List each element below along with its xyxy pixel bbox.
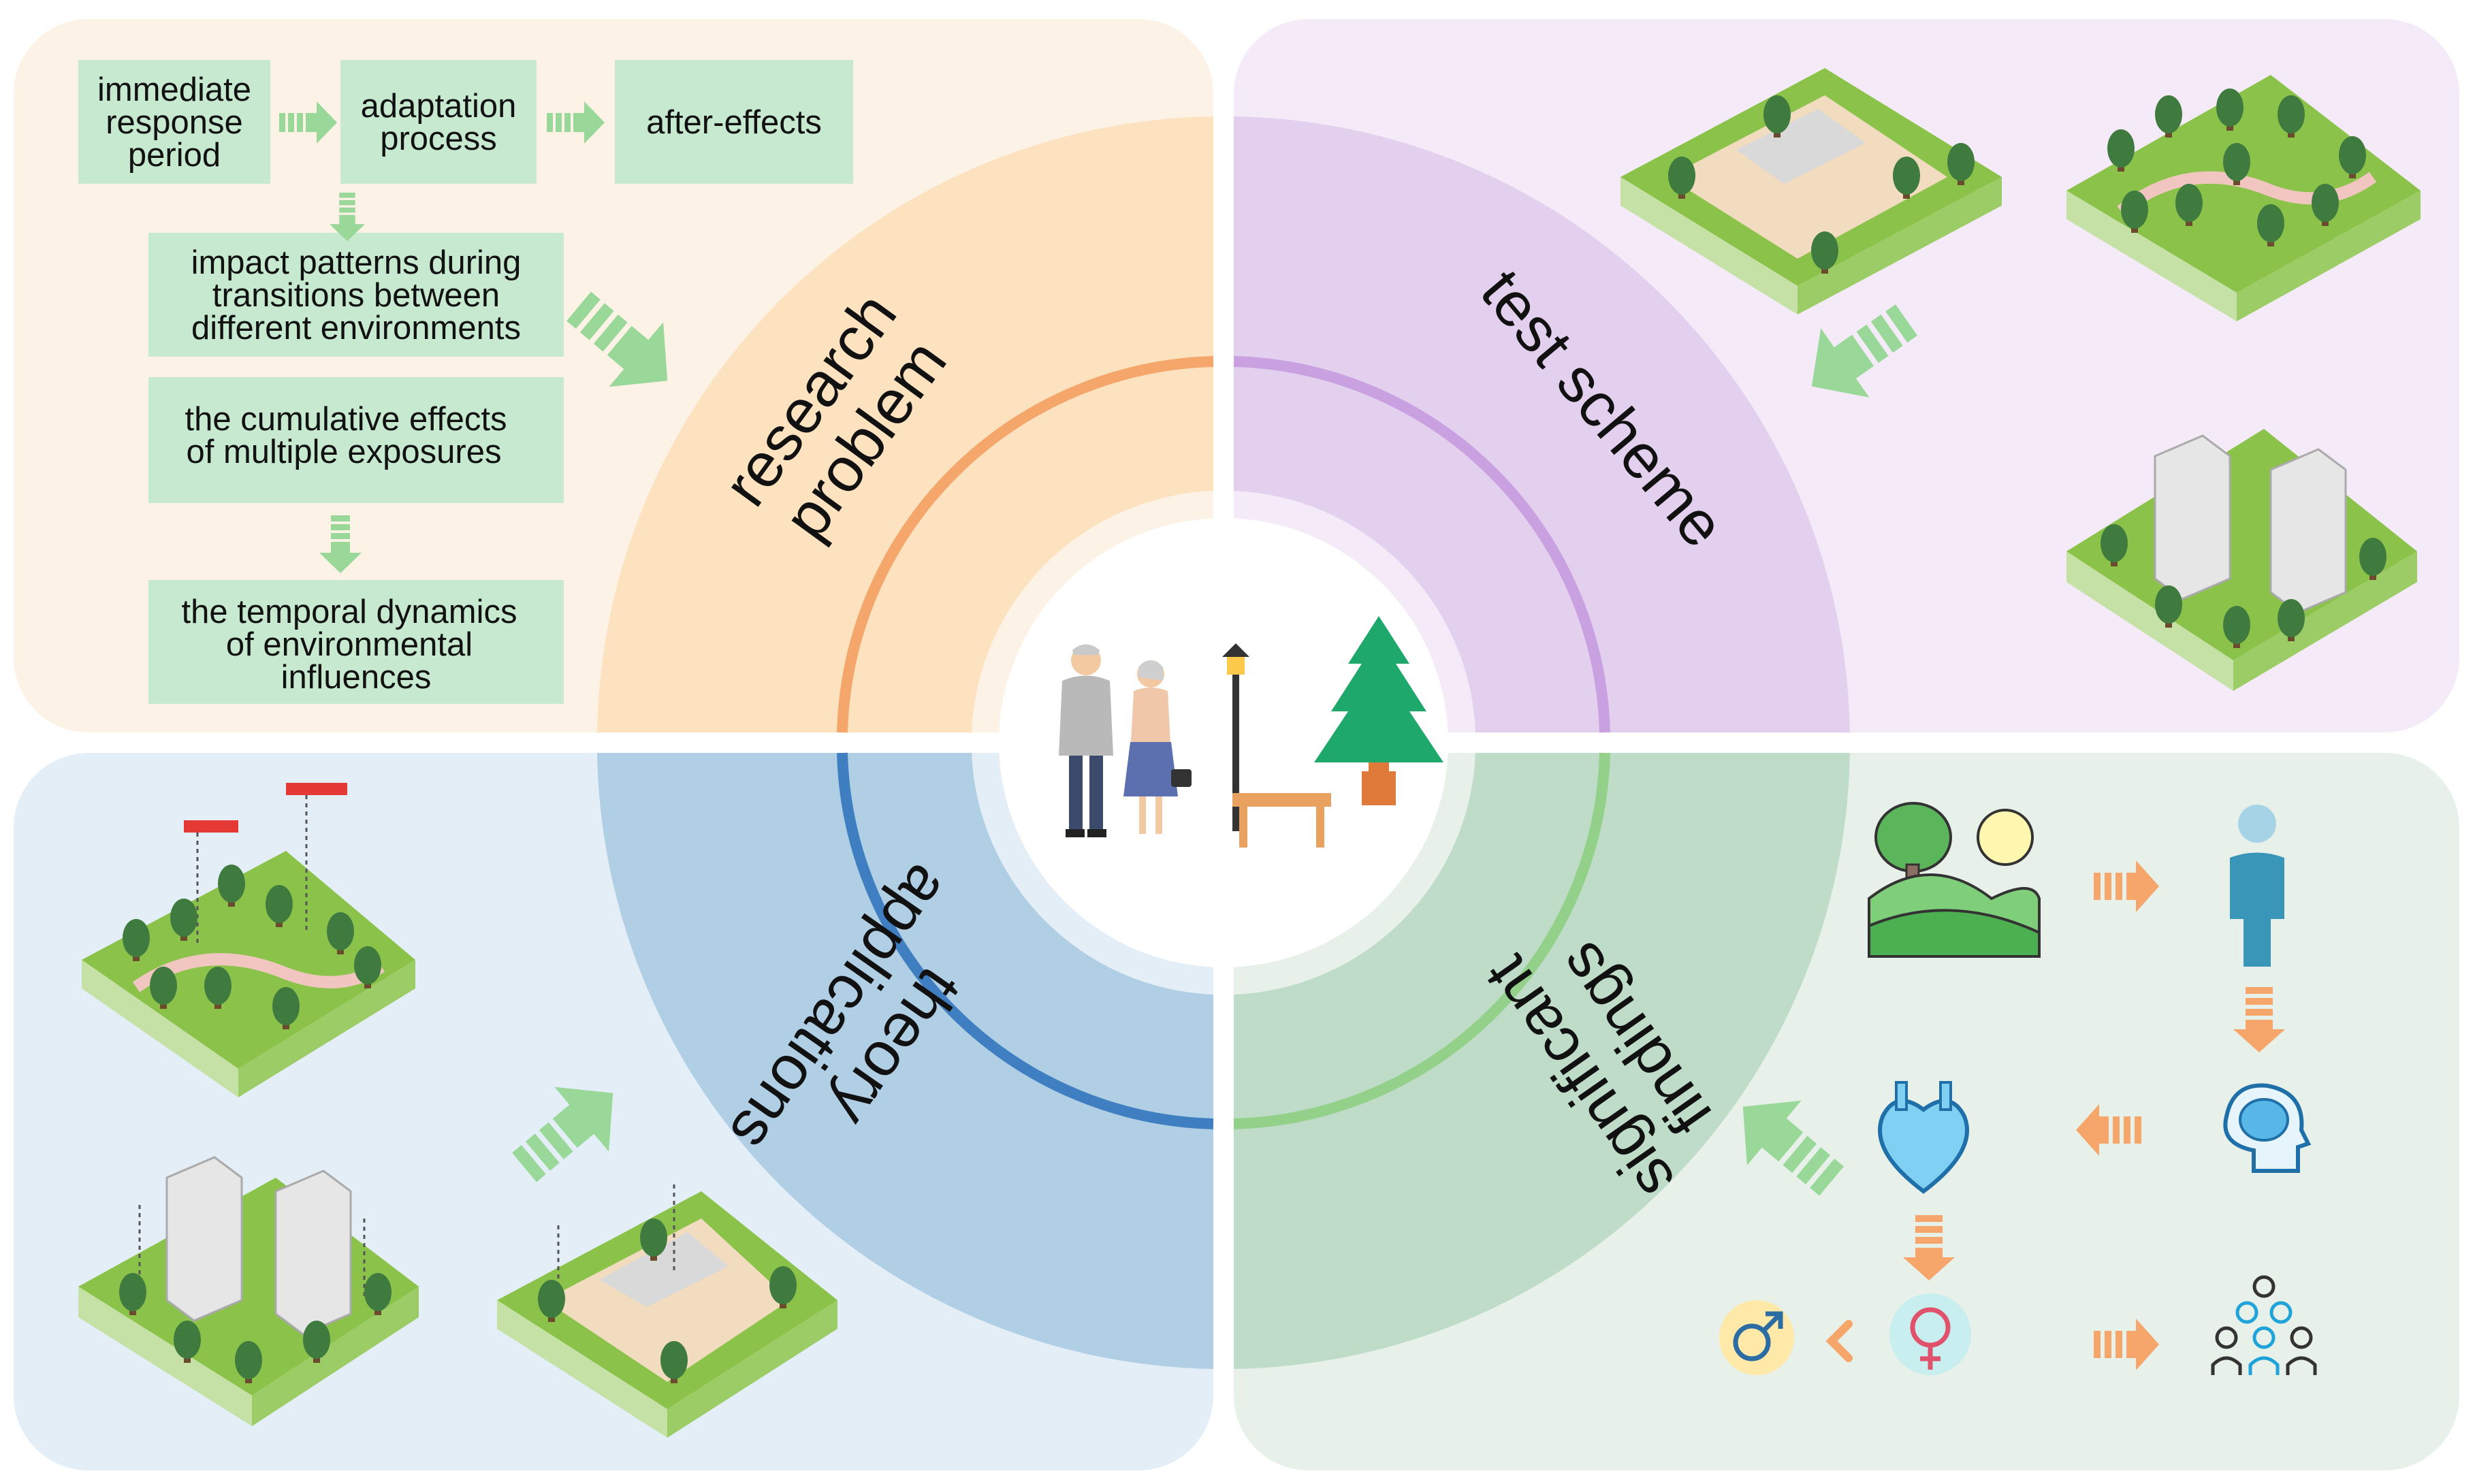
residential-scene-icon bbox=[2066, 429, 2417, 691]
theory-inner-arc bbox=[837, 752, 1214, 1129]
brain-head-icon bbox=[2223, 1083, 2312, 1173]
male-symbol-icon bbox=[1719, 1300, 1794, 1375]
flow-box-temporal: the temporal dynamics of environmental i… bbox=[148, 580, 564, 704]
flow-box-immediate: immediate response period bbox=[78, 60, 270, 184]
flow-box-temporal-l1: the temporal dynamics bbox=[182, 594, 517, 630]
flow-box-temporal-l3: influences bbox=[281, 659, 432, 696]
findings-ring bbox=[1234, 753, 1850, 1369]
plaza-lamp-scene-icon bbox=[497, 1184, 837, 1438]
pine-tree-icon bbox=[1314, 616, 1443, 805]
flow-box-transitions-l2: transitions between bbox=[212, 277, 500, 314]
flow-box-cumulative-l2: of multiple exposures bbox=[186, 434, 501, 470]
residential-lamp-scene-icon bbox=[78, 1156, 419, 1426]
flow-box-adaptation: adaptation process bbox=[340, 60, 537, 184]
flow-box-immediate-l1: immediate bbox=[97, 71, 251, 108]
flow-box-adaptation-l2: process bbox=[380, 120, 497, 157]
bench-icon bbox=[1232, 793, 1331, 848]
street-lamp-icon bbox=[1222, 643, 1249, 831]
flow-box-after-effects-l1: after-effects bbox=[646, 104, 822, 141]
theory-ring bbox=[597, 753, 1213, 1369]
flow-box-immediate-l2: response bbox=[106, 104, 243, 141]
flow-box-immediate-l3: period bbox=[128, 137, 221, 174]
flow-box-transitions-l3: different environments bbox=[191, 310, 521, 346]
center-disc bbox=[999, 518, 1448, 967]
research-ring bbox=[597, 116, 1213, 732]
plaza-scene-icon bbox=[1620, 68, 2002, 314]
flow-box-transitions: impact patterns during transitions betwe… bbox=[148, 233, 564, 357]
flow-box-cumulative: the cumulative effects of multiple expos… bbox=[148, 377, 564, 503]
female-symbol-icon bbox=[1889, 1293, 1971, 1375]
test-inner-arc bbox=[1233, 356, 1610, 733]
heart-icon bbox=[1878, 1081, 1969, 1194]
research-inner-arc bbox=[837, 356, 1214, 733]
flow-box-transitions-l1: impact patterns during bbox=[191, 244, 522, 281]
findings-inner-arc bbox=[1233, 752, 1610, 1129]
less-than-chevron-icon bbox=[1825, 1320, 1853, 1362]
flow-box-after-effects: after-effects bbox=[615, 60, 853, 184]
person-icon bbox=[2230, 805, 2284, 967]
park-pergola-scene-icon bbox=[82, 783, 415, 1097]
landscape-sun-icon bbox=[1868, 802, 2041, 958]
park-scene-icon bbox=[2066, 75, 2421, 321]
flow-box-temporal-l2: of environmental bbox=[226, 626, 473, 663]
test-ring bbox=[1234, 116, 1850, 732]
flow-box-cumulative-l1: the cumulative effects bbox=[185, 401, 507, 438]
elderly-couple-icon bbox=[1059, 644, 1192, 837]
group-people-icon bbox=[2211, 1275, 2317, 1375]
flow-box-adaptation-l1: adaptation bbox=[361, 88, 517, 125]
